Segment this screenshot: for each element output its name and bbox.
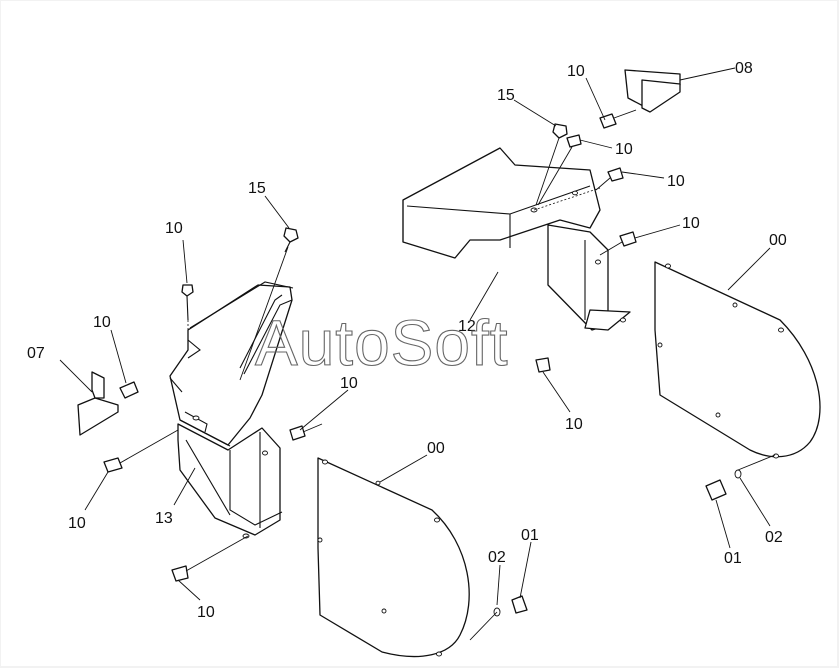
plate-08: [624, 69, 681, 113]
callout-15: 15: [497, 87, 515, 104]
cover-00-right: [654, 261, 821, 459]
callout-10: 10: [567, 63, 585, 80]
bolt-10-right-4: [599, 231, 637, 256]
callout-10: 10: [565, 416, 583, 433]
bolt-10-left-mid: [119, 381, 139, 399]
callout-02: 02: [488, 549, 506, 566]
cover-00-left: [317, 457, 470, 658]
callout-01: 01: [521, 527, 539, 544]
bracket-12: [402, 147, 631, 331]
callout-10: 10: [682, 215, 700, 232]
callout-10: 10: [340, 375, 358, 392]
callout-08: 08: [735, 60, 753, 77]
bolt-01-right: [705, 454, 776, 501]
callout-12: 12: [458, 318, 476, 335]
callout-02: 02: [765, 529, 783, 546]
callout-07: 07: [27, 345, 45, 362]
callout-00: 00: [769, 232, 787, 249]
callout-labels: 07 10 10 15 13 10 10 10 00 02 01 15 10 0…: [27, 60, 787, 621]
bolt-10-right-bottom: [535, 357, 551, 373]
bolt-10-left-bottom: [171, 535, 249, 582]
callout-00: 00: [427, 440, 445, 457]
callout-10: 10: [93, 314, 111, 331]
callout-10: 10: [68, 515, 86, 532]
bolt-10-right-3: [595, 167, 624, 191]
autosoft-watermark: AutoSoft: [255, 307, 509, 379]
bracket-13: [169, 281, 294, 539]
plate-07: [77, 371, 119, 436]
bolt-15-left: [239, 227, 299, 381]
callout-01: 01: [724, 550, 742, 567]
callout-10: 10: [615, 141, 633, 158]
callout-10: 10: [667, 173, 685, 190]
bolt-10-left-lower: [103, 429, 179, 473]
bolt-10-left-top: [181, 284, 194, 345]
callout-10: 10: [165, 220, 183, 237]
callout-15: 15: [248, 180, 266, 197]
callout-10: 10: [197, 604, 215, 621]
bolt-10-right-2: [537, 134, 582, 206]
callout-13: 13: [155, 510, 173, 527]
bolt-15-right: [535, 123, 568, 206]
bolt-01-center: [469, 595, 528, 641]
leader-lines: [59, 67, 771, 606]
